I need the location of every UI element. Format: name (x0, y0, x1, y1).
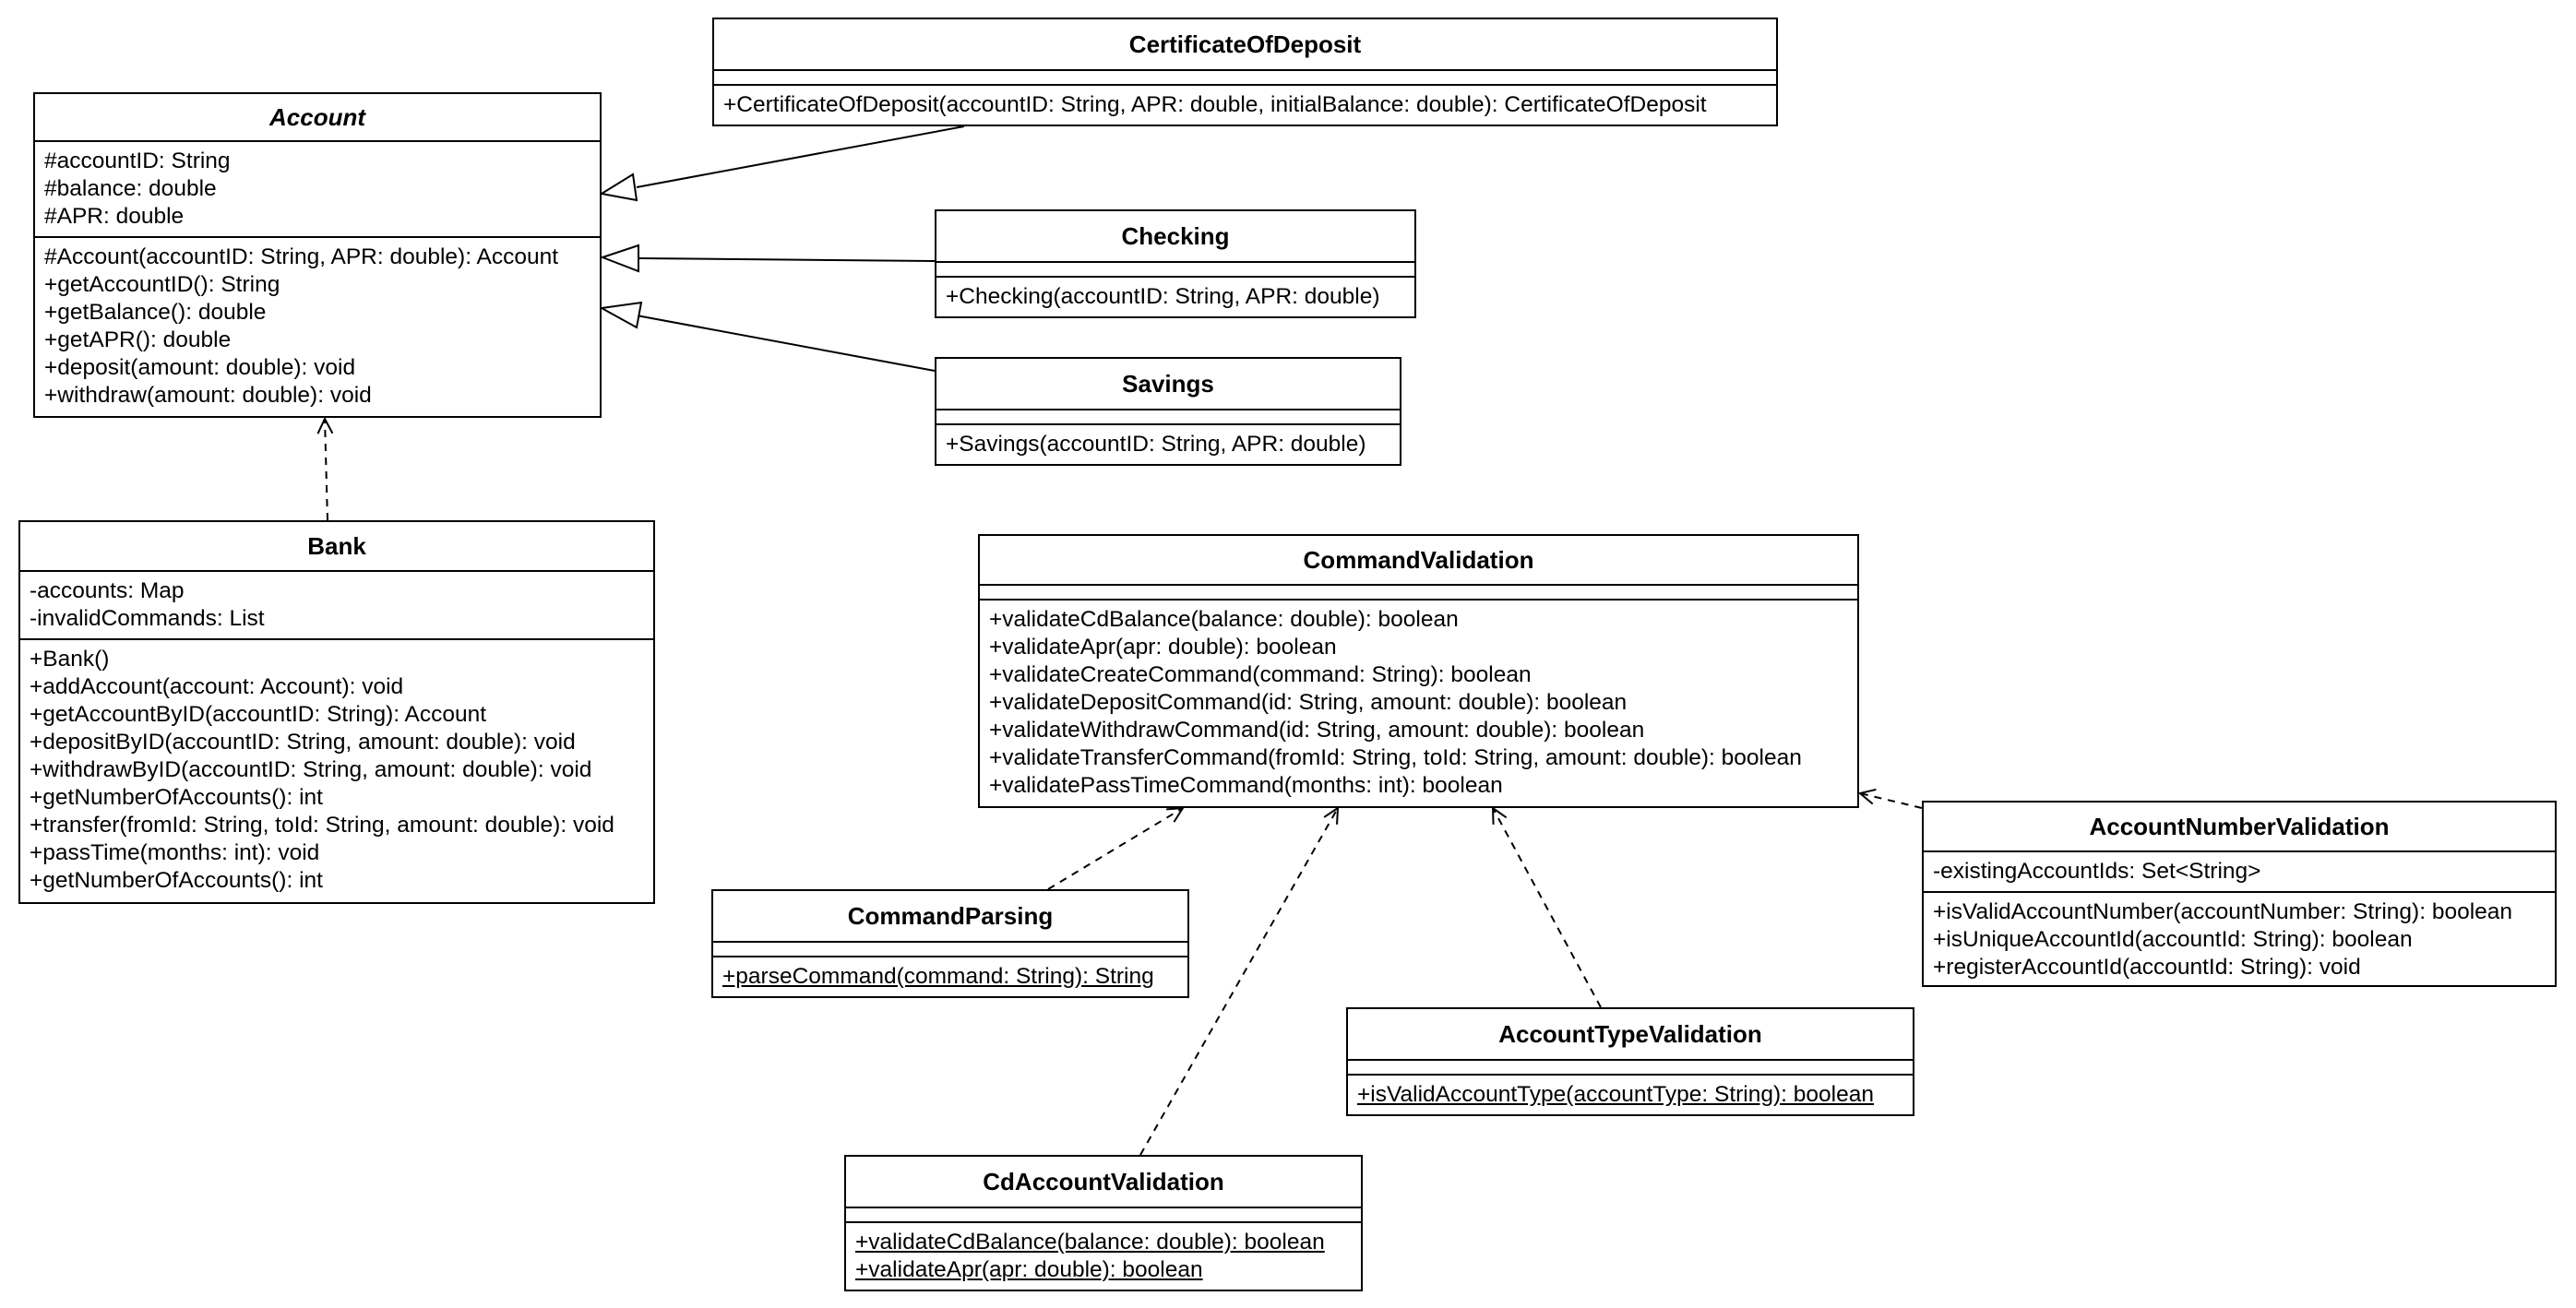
attributes-section (936, 261, 1414, 276)
static-method: +parseCommand(command: String): String (722, 964, 1154, 989)
method: +passTime(months: int): void (30, 840, 320, 865)
class-name: AccountNumberValidation (2089, 812, 2390, 840)
attributes-section (714, 69, 1776, 84)
attribute: #balance: double (44, 176, 217, 201)
attribute: #accountID: String (44, 149, 231, 173)
methods-section: +Bank() +addAccount(account: Account): v… (20, 638, 653, 900)
class-name: CommandValidation (1303, 545, 1534, 574)
static-method: +isValidAccountType(accountType: String)… (1357, 1082, 1874, 1107)
methods-section: +Checking(accountID: String, APR: double… (936, 276, 1414, 316)
method: +deposit(amount: double): void (44, 355, 356, 380)
methods-section: +CertificateOfDeposit(accountID: String,… (714, 84, 1776, 125)
static-method: +validateCdBalance(balance: double): boo… (855, 1230, 1325, 1254)
attributes-section (846, 1207, 1361, 1221)
class-checking[interactable]: Checking +Checking(accountID: String, AP… (935, 209, 1416, 318)
method: +getBalance(): double (44, 300, 267, 325)
dependency-commandparsing-to-commandvalidation (1047, 808, 1183, 890)
method: +Checking(accountID: String, APR: double… (946, 284, 1380, 309)
method: +addAccount(account: Account): void (30, 674, 404, 699)
methods-section: +validateCdBalance(balance: double): boo… (846, 1221, 1361, 1290)
dependency-accounttypevalidation-to-commandvalidation (1493, 808, 1602, 1008)
method: +validateTransferCommand(fromId: String,… (989, 745, 1802, 770)
attribute: #APR: double (44, 204, 185, 229)
method: +getAccountByID(accountID: String): Acco… (30, 702, 487, 727)
method: +depositByID(accountID: String, amount: … (30, 730, 576, 755)
generalization-checking-to-account (600, 244, 936, 273)
attributes-section (1348, 1059, 1913, 1074)
methods-section: +validateCdBalance(balance: double): boo… (980, 599, 1857, 805)
methods-section: +parseCommand(command: String): String (713, 956, 1187, 996)
class-command-parsing[interactable]: CommandParsing +parseCommand(command: St… (711, 889, 1189, 998)
method: +isValidAccountNumber(accountNumber: Str… (1933, 899, 2513, 924)
class-savings[interactable]: Savings +Savings(accountID: String, APR:… (935, 357, 1401, 466)
method: #Account(accountID: String, APR: double)… (44, 244, 559, 269)
attribute: -accounts: Map (30, 578, 185, 603)
class-bank[interactable]: Bank -accounts: Map -invalidCommands: Li… (18, 520, 655, 904)
class-command-validation[interactable]: CommandValidation +validateCdBalance(bal… (978, 534, 1859, 808)
methods-section: +isValidAccountNumber(accountNumber: Str… (1924, 891, 2555, 987)
method: +validateCreateCommand(command: String):… (989, 662, 1532, 687)
method: +registerAccountId(accountId: String): v… (1933, 955, 2361, 980)
method: +Bank() (30, 647, 110, 672)
methods-section: +isValidAccountType(accountType: String)… (1348, 1074, 1913, 1114)
method: +validateWithdrawCommand(id: String, amo… (989, 718, 1645, 743)
class-account-type-validation[interactable]: AccountTypeValidation +isValidAccountTyp… (1346, 1007, 1914, 1116)
static-method: +validateApr(apr: double): boolean (855, 1257, 1203, 1282)
method: +transfer(fromId: String, toId: String, … (30, 813, 614, 838)
attribute: -existingAccountIds: Set<String> (1933, 859, 2261, 884)
method: +isUniqueAccountId(accountId: String): b… (1933, 927, 2413, 952)
method: +withdraw(amount: double): void (44, 383, 372, 408)
attribute: -invalidCommands: List (30, 606, 265, 631)
attributes-section (936, 409, 1400, 423)
method: +getNumberOfAccounts(): int (30, 868, 323, 893)
methods-section: +Savings(accountID: String, APR: double) (936, 423, 1400, 464)
attributes-section: -existingAccountIds: Set<String> (1924, 850, 2555, 891)
attributes-section (980, 584, 1857, 599)
attributes-section (713, 941, 1187, 956)
class-name: CertificateOfDeposit (1128, 30, 1362, 58)
attributes-section: -accounts: Map -invalidCommands: List (20, 570, 653, 638)
dependency-accountnumbervalidation-to-commandvalidation (1860, 793, 1923, 809)
method: +Savings(accountID: String, APR: double) (946, 432, 1366, 457)
dependency-cdaccountvalidation-to-commandvalidation (1139, 808, 1338, 1156)
method: +CertificateOfDeposit(accountID: String,… (723, 92, 1707, 117)
class-certificate-of-deposit[interactable]: CertificateOfDeposit +CertificateOfDepos… (712, 18, 1778, 126)
class-name: CdAccountValidation (983, 1167, 1224, 1195)
class-name: CommandParsing (847, 901, 1054, 930)
class-name: Savings (1122, 369, 1214, 398)
method: +getNumberOfAccounts(): int (30, 785, 323, 810)
class-name: Account (269, 102, 365, 131)
class-name: Checking (1121, 221, 1230, 250)
method: +validateCdBalance(balance: double): boo… (989, 607, 1459, 632)
attributes-section: #accountID: String #balance: double #APR… (35, 140, 600, 236)
method: +getAPR(): double (44, 327, 232, 352)
dependency-bank-to-account (325, 419, 328, 521)
method: +getAccountID(): String (44, 272, 280, 297)
generalization-cd-to-account (599, 125, 965, 202)
class-name: Bank (307, 531, 366, 560)
generalization-savings-to-account (598, 301, 936, 372)
class-name: AccountTypeValidation (1498, 1019, 1762, 1048)
class-cd-account-validation[interactable]: CdAccountValidation +validateCdBalance(b… (844, 1155, 1363, 1291)
method: +validateDepositCommand(id: String, amou… (989, 690, 1628, 715)
class-account[interactable]: Account #accountID: String #balance: dou… (33, 92, 602, 418)
method: +validatePassTimeCommand(months: int): b… (989, 773, 1503, 798)
method: +withdrawByID(accountID: String, amount:… (30, 757, 592, 782)
class-account-number-validation[interactable]: AccountNumberValidation -existingAccount… (1922, 801, 2557, 987)
methods-section: #Account(accountID: String, APR: double)… (35, 236, 600, 415)
method: +validateApr(apr: double): boolean (989, 635, 1337, 660)
